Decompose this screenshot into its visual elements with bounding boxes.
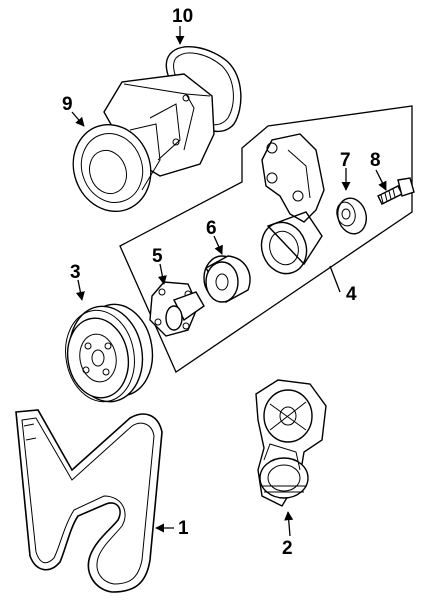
crank-pulley-part: [65, 303, 154, 403]
water-pump-part: [72, 73, 215, 213]
idler-bracket-part: [260, 133, 325, 275]
small-pulley-part: [336, 197, 368, 235]
tensioner-part: [255, 379, 327, 507]
callout-tensioner: 2: [282, 538, 293, 559]
callout-water-pump: 9: [62, 94, 73, 115]
bolt-part: [377, 177, 415, 205]
callout-bolt: 8: [370, 150, 381, 171]
callout-gasket: 10: [172, 6, 193, 27]
hub-part: [149, 281, 205, 337]
belt-part: [15, 409, 163, 593]
idler-roller-part: [203, 255, 251, 303]
callout-small-pulley: 7: [340, 150, 351, 171]
callout-idler-bracket: 4: [346, 284, 357, 305]
callout-belt: 1: [178, 518, 189, 539]
callout-idler-roller: 6: [206, 218, 217, 239]
group-outline: [119, 105, 413, 373]
callout-crank-pulley: 3: [70, 262, 81, 283]
callout-hub: 5: [152, 246, 163, 267]
